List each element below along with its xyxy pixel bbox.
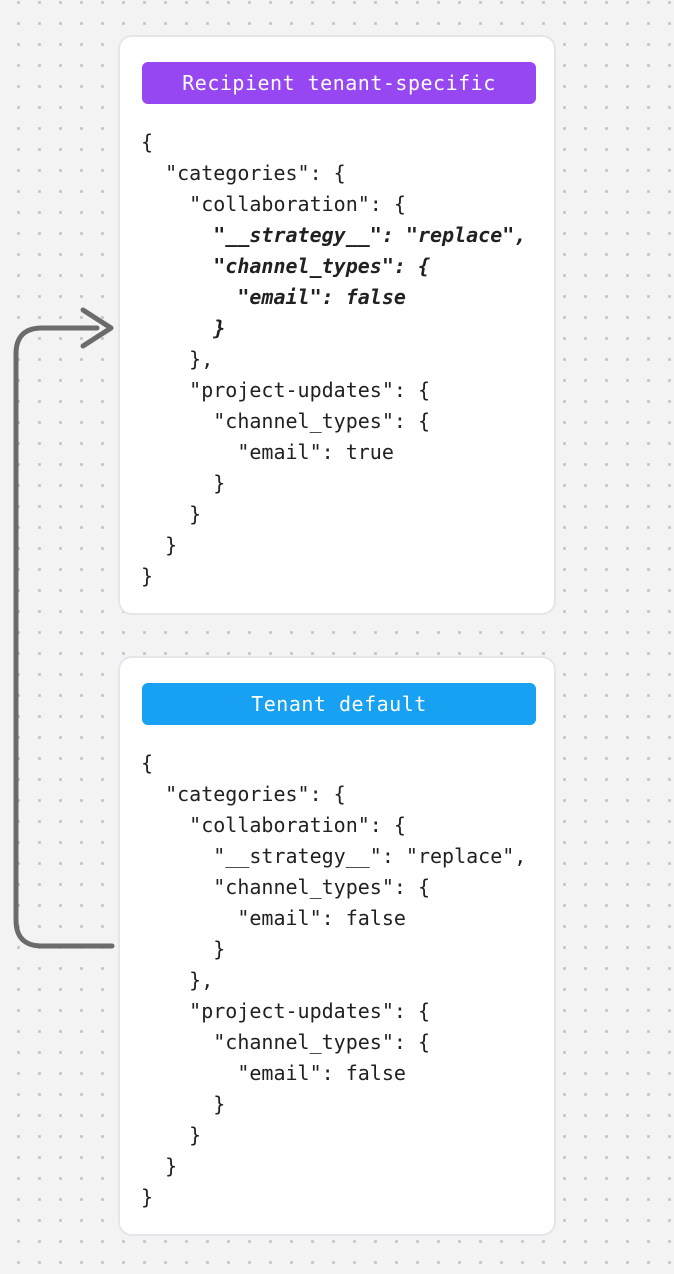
merge-arrow-head-icon — [80, 307, 114, 349]
code-line: "collaboration": { — [141, 192, 406, 216]
code-line: } — [141, 471, 226, 495]
code-line: } — [141, 1123, 202, 1147]
code-line: "channel_types": { — [141, 409, 430, 433]
code-line: } — [141, 1185, 154, 1209]
code-line: }, — [141, 347, 214, 371]
code-line: "categories": { — [141, 161, 346, 185]
code-line: "email": true — [141, 440, 394, 464]
code-line: "project-updates": { — [141, 378, 430, 402]
recipient-tenant-specific-card: Recipient tenant-specific { "categories"… — [118, 35, 556, 615]
recipient-tenant-specific-badge: Recipient tenant-specific — [142, 62, 536, 104]
code-line: } — [141, 533, 178, 557]
code-line: } — [141, 564, 154, 588]
code-line: "channel_types": { — [141, 1030, 430, 1054]
code-line: } — [141, 937, 226, 961]
code-line: { — [141, 130, 154, 154]
code-line: "email": false — [141, 1061, 406, 1085]
code-line: "channel_types": { — [141, 875, 430, 899]
merge-arrow-line — [13, 325, 115, 949]
code-line: "collaboration": { — [141, 813, 406, 837]
code-line: "categories": { — [141, 782, 346, 806]
tenant-default-badge: Tenant default — [142, 683, 536, 725]
recipient-tenant-specific-json: { "categories": { "collaboration": { "__… — [141, 127, 526, 592]
code-line: "project-updates": { — [141, 999, 430, 1023]
code-line: "email": false — [141, 906, 406, 930]
code-line: "__strategy__": "replace", — [141, 223, 527, 247]
tenant-default-json: { "categories": { "collaboration": { "__… — [141, 748, 526, 1213]
tenant-default-card: Tenant default { "categories": { "collab… — [118, 656, 556, 1236]
code-line: "email": false — [141, 285, 406, 309]
code-line: }, — [141, 968, 214, 992]
code-line: { — [141, 751, 154, 775]
code-line: "channel_types": { — [141, 254, 430, 278]
code-line: } — [141, 1092, 226, 1116]
code-line: } — [141, 1154, 178, 1178]
code-line: } — [141, 316, 226, 340]
code-line: "__strategy__": "replace", — [141, 844, 527, 868]
code-line: } — [141, 502, 202, 526]
